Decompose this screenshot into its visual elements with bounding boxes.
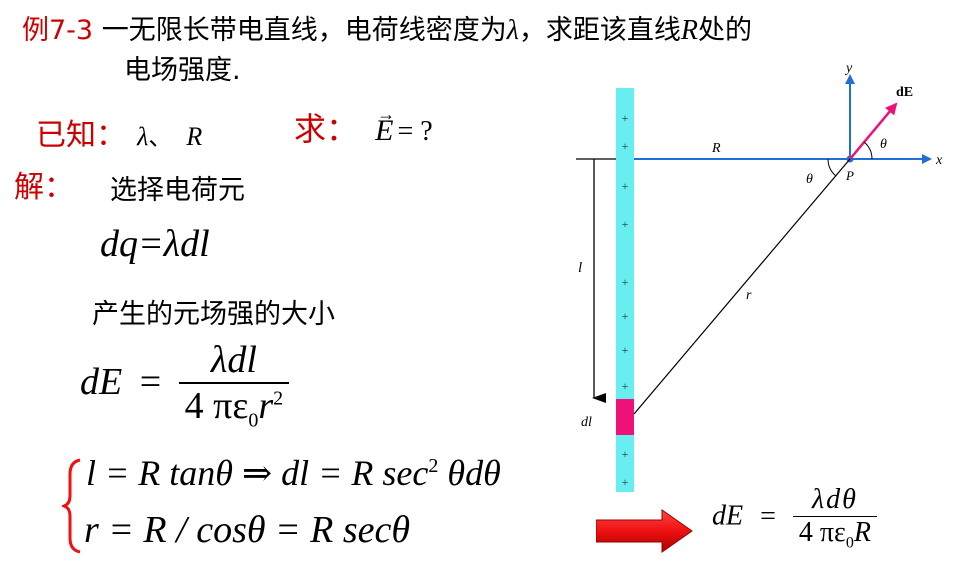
plus-sign: + [622, 139, 629, 153]
solution-label: 解： [14, 170, 74, 205]
plus-sign: + [622, 217, 629, 231]
dE-den-b: r [258, 385, 274, 427]
dq-equation: dq=λdl [100, 223, 210, 265]
label-theta-top: θ [880, 137, 887, 152]
problem-line2: 电场强度. [124, 55, 241, 86]
dE-denominator: 4 πε0r2 [179, 384, 289, 433]
charge-element [616, 399, 634, 435]
known-lambda: λ [137, 122, 149, 151]
label-l: l [578, 260, 582, 276]
problem-label: 例7-3 [22, 15, 94, 46]
result-denominator: 4 πε0R [793, 517, 877, 553]
problem-line1: 例7-3 一无限长带电直线，电荷线密度为λ，求距该直线R处的 [22, 8, 752, 47]
system-line1: l = R tanθ ⇒ dl = R sec2 θdθ [86, 452, 501, 494]
result-fraction: λdθ 4 πε0R [792, 484, 877, 553]
plus-sign: + [622, 111, 629, 125]
result-den-a: 4 πε [798, 517, 846, 548]
plus-sign: + [622, 179, 629, 193]
plus-sign: + [622, 343, 629, 357]
result-fraction-bar [792, 516, 877, 517]
plus-signs: + + + + + + + + + + [622, 111, 629, 489]
solution-step2: 产生的元场强的大小 [92, 299, 335, 330]
label-dE: dE [896, 85, 913, 100]
problem-text-b: ，求距该直线 [518, 15, 681, 46]
plus-sign: + [622, 379, 629, 393]
plus-sign: + [622, 309, 629, 323]
dE-fraction: λdl 4 πε0r2 [178, 338, 290, 433]
dE-fraction-bar [178, 382, 290, 384]
problem-text-c: 处的 [697, 15, 752, 46]
dE-den-a: 4 πε [184, 385, 249, 427]
result-arrow-icon [596, 509, 693, 553]
known-label: 已知： [36, 118, 126, 153]
solution-step1: 选择电荷元 [110, 175, 245, 206]
known-row: 已知： λ、 R [36, 110, 202, 154]
dE-vector [849, 102, 898, 160]
label-r: r [746, 288, 752, 303]
label-dl: dl [581, 415, 592, 430]
system-line2: r = R / cosθ = R secθ [84, 509, 411, 551]
known-sep: 、 [148, 123, 173, 151]
ask-E: E [375, 114, 394, 147]
result-lhs: dE [712, 500, 744, 532]
dE-eq: = [139, 361, 162, 404]
label-theta-left: θ [806, 172, 813, 187]
label-P: P [845, 168, 854, 183]
dE-numerator: λdl [210, 339, 257, 381]
plus-sign: + [622, 475, 629, 489]
system-line1-text: l = R tanθ ⇒ dl = R sec [86, 453, 429, 493]
plus-sign: + [622, 275, 629, 289]
r-line [633, 158, 851, 415]
ask-vector-arrow: → [377, 104, 396, 124]
system-line1-sup: 2 [428, 455, 439, 477]
ask-label: 求： [294, 110, 359, 148]
theta-arc-left [827, 158, 837, 177]
problem-lambda: λ [506, 15, 519, 46]
known-R: R [186, 122, 203, 151]
label-y: y [844, 61, 853, 76]
dE-equation: dE = λdl 4 πε0r2 [80, 338, 290, 433]
label-R: R [711, 141, 721, 156]
plus-sign: + [622, 447, 629, 461]
result-den-b: R [853, 517, 871, 548]
label-x: x [935, 153, 943, 168]
ask-row: 求： → E = ? [294, 104, 433, 150]
dE-den-sub: 0 [248, 409, 259, 432]
theta-arc-top [863, 141, 873, 160]
system-brace [62, 458, 81, 554]
charged-rod [616, 88, 634, 492]
dE-den-sup: 2 [273, 387, 284, 410]
problem-R: R [680, 15, 698, 46]
result-equation: dE = λdθ 4 πε0R [712, 484, 877, 553]
result-den-sub: 0 [845, 534, 854, 552]
ask-rest: = ? [397, 116, 433, 147]
dE-lhs: dE [80, 361, 123, 404]
system-line1-end: θdθ [438, 453, 501, 493]
result-numerator: λdθ [811, 484, 858, 515]
result-eq: = [760, 500, 776, 532]
problem-text-a: 一无限长带电直线，电荷线密度为 [101, 15, 507, 46]
